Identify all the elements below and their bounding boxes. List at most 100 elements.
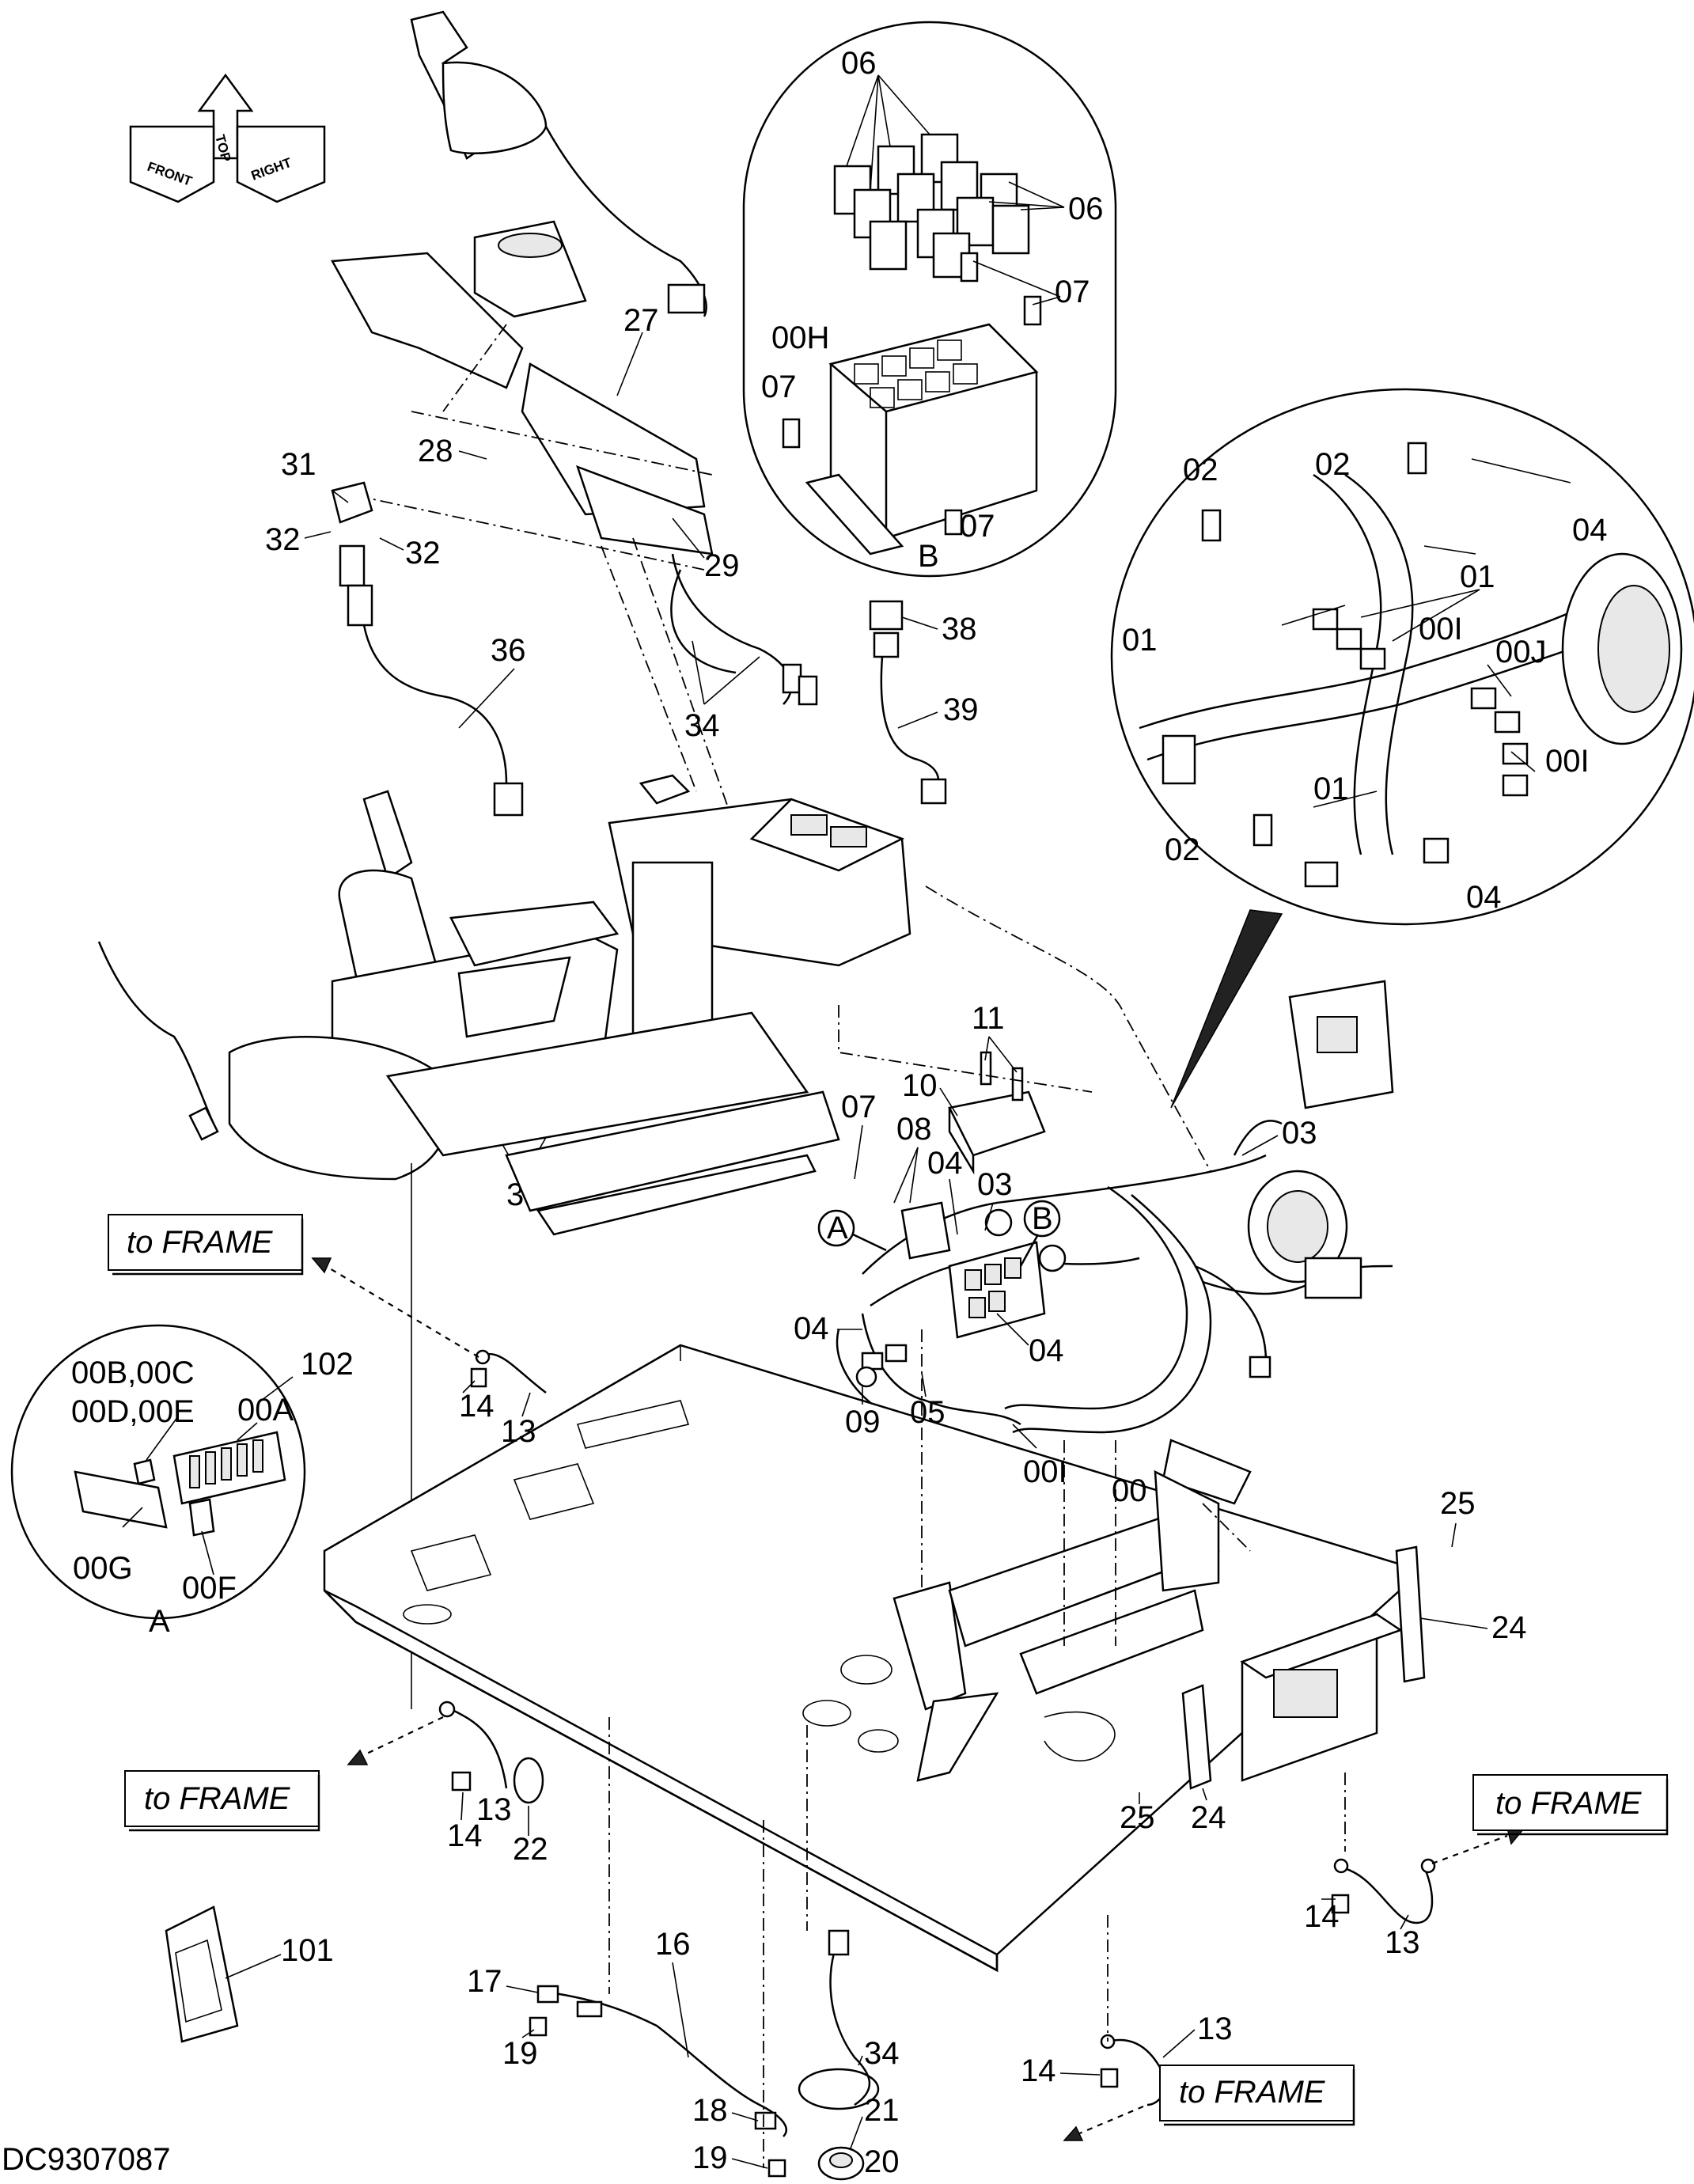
callout-07-left: 07: [761, 370, 797, 404]
callout-29: 29: [704, 548, 740, 583]
callout-01-detail-bottom: 01: [1313, 772, 1349, 806]
callout-22: 22: [513, 1832, 548, 1867]
switch-harness-38-39: [869, 600, 947, 805]
callout-13-lower-left: 13: [476, 1792, 512, 1827]
callout-01-detail-right: 01: [1460, 559, 1495, 594]
callout-07-bottom: 07: [960, 509, 995, 544]
callout-00f: 00F: [182, 1571, 237, 1606]
callout-03-main-left: 03: [977, 1167, 1013, 1202]
callout-28: 28: [418, 434, 453, 468]
callout-07-right: 07: [1055, 275, 1090, 309]
label-101: [165, 1905, 239, 2043]
fuse-box-10: [948, 1051, 1046, 1175]
tag-to-frame-bottom: to FRAME: [1179, 2075, 1326, 2110]
callout-17: 17: [467, 1964, 502, 1999]
callout-20: 20: [864, 2144, 900, 2179]
callout-02-detail-top-left: 02: [1183, 453, 1218, 487]
callout-14-lower-right: 14: [1304, 1899, 1340, 1934]
callout-101: 101: [281, 1933, 334, 1968]
callout-32-left: 32: [265, 522, 301, 557]
callout-34-upper: 34: [684, 708, 720, 743]
callout-11: 11: [972, 1001, 1005, 1036]
tag-to-frame-3: to FRAME: [1472, 1774, 1669, 1836]
callout-00-main: 00: [1112, 1473, 1147, 1508]
callout-06-right: 06: [1068, 191, 1104, 226]
harness-junction-block: [836, 1201, 1067, 1426]
callout-09: 09: [845, 1405, 881, 1439]
callout-27: 27: [623, 303, 659, 338]
callout-31: 31: [281, 447, 316, 482]
callout-24-lower: 24: [1191, 1800, 1226, 1835]
ground-strap-upper-left: [311, 1257, 547, 1393]
callout-04-main-left: 04: [794, 1311, 829, 1346]
callout-00g: 00G: [73, 1551, 133, 1586]
callout-21: 21: [864, 2093, 900, 2128]
callout-32-right: 32: [405, 536, 441, 571]
detail-a-fuse-box: 00B,00C 00D,00E 00A 00G 00F 102 A: [10, 1324, 354, 1639]
callout-01-detail-left: 01: [1122, 623, 1158, 658]
relay-sockets: [854, 339, 978, 408]
detail-b-outline: [742, 21, 1117, 578]
callout-00i-detail-upper: 00I: [1419, 612, 1463, 646]
right-console-box: [608, 774, 911, 1038]
detail-a-outline: [10, 1324, 306, 1620]
controller-24: [1181, 1545, 1426, 1790]
callout-25-lower: 25: [1120, 1800, 1155, 1835]
callout-13-upper: 13: [501, 1414, 536, 1449]
callout-13-lower-right: 13: [1385, 1925, 1420, 1960]
callout-00i-detail-lower: 00I: [1545, 744, 1590, 779]
callout-06-top: 06: [841, 46, 877, 81]
fuse-row: [189, 1439, 263, 1488]
callout-38: 38: [942, 612, 977, 646]
floor-plate-cutouts: [403, 1400, 1116, 1762]
detail-bolts: [1201, 442, 1427, 847]
detail-harness-outline: [1110, 388, 1694, 926]
callout-02-detail-bottom: 02: [1165, 832, 1200, 867]
detail-b-relay-box: 06 06 07 00H 07 07 B: [742, 21, 1117, 578]
tag-to-frame-4: to FRAME: [1159, 2065, 1355, 2126]
ground-strap-lower-right: [1331, 1827, 1525, 1924]
callout-36: 36: [491, 633, 526, 668]
screws: [782, 252, 1042, 536]
floor-plate: [323, 1344, 1410, 1973]
detail-connectors: [1162, 608, 1529, 888]
ground-strap-lower-left: [347, 1701, 544, 1804]
ground-strap-bottom: [1063, 2034, 1167, 2141]
callout-04-main-top: 04: [927, 1146, 963, 1181]
callout-02-detail-top-right: 02: [1315, 447, 1351, 482]
callout-24-right: 24: [1491, 1610, 1527, 1645]
callout-102: 102: [301, 1347, 354, 1382]
callout-04-main-right: 04: [1029, 1333, 1064, 1368]
callout-07-main: 07: [841, 1090, 877, 1124]
cable-34-bottom: [798, 1929, 880, 2181]
callout-19-left: 19: [502, 2036, 538, 2071]
callout-34-bottom: 34: [864, 2036, 900, 2071]
tag-to-frame-upper-left: to FRAME: [127, 1225, 274, 1260]
detail-b-pointer: B: [1032, 1201, 1053, 1236]
callout-39: 39: [943, 692, 979, 727]
harness-bracket-frame: [892, 1439, 1252, 1782]
callout-04-detail-top: 04: [1572, 513, 1608, 548]
detail-harness-circle: 02 02 04 01 00I 01 00J 00I 01 02 04: [1110, 388, 1694, 1109]
console-harness-34: [670, 553, 818, 706]
key-switch-harness-36: [331, 481, 524, 817]
callout-05: 05: [910, 1395, 946, 1430]
callout-14-lower-left: 14: [447, 1818, 483, 1853]
callout-00a: 00A: [237, 1393, 294, 1428]
orientation-indicator: FRONT TOP RIGHT: [129, 73, 326, 203]
tag-to-frame-1: to FRAME: [108, 1214, 304, 1276]
relay-group: [833, 133, 1030, 279]
callout-04-detail-bottom: 04: [1466, 880, 1502, 915]
callout-00i-main: 00I: [1023, 1454, 1067, 1489]
callout-16: 16: [655, 1927, 691, 1962]
right-joystick-assembly: [330, 10, 729, 808]
callout-13-bottom: 13: [1197, 2011, 1233, 2046]
callout-00j: 00J: [1495, 635, 1547, 669]
callout-00b-00c: 00B,00C: [71, 1356, 195, 1390]
detail-pointer: [1170, 909, 1283, 1109]
callout-14-upper: 14: [459, 1389, 495, 1424]
detail-pointers: A B: [817, 1200, 1061, 1267]
callout-03-main-right: 03: [1282, 1116, 1317, 1151]
tag-to-frame-2: to FRAME: [124, 1770, 320, 1832]
